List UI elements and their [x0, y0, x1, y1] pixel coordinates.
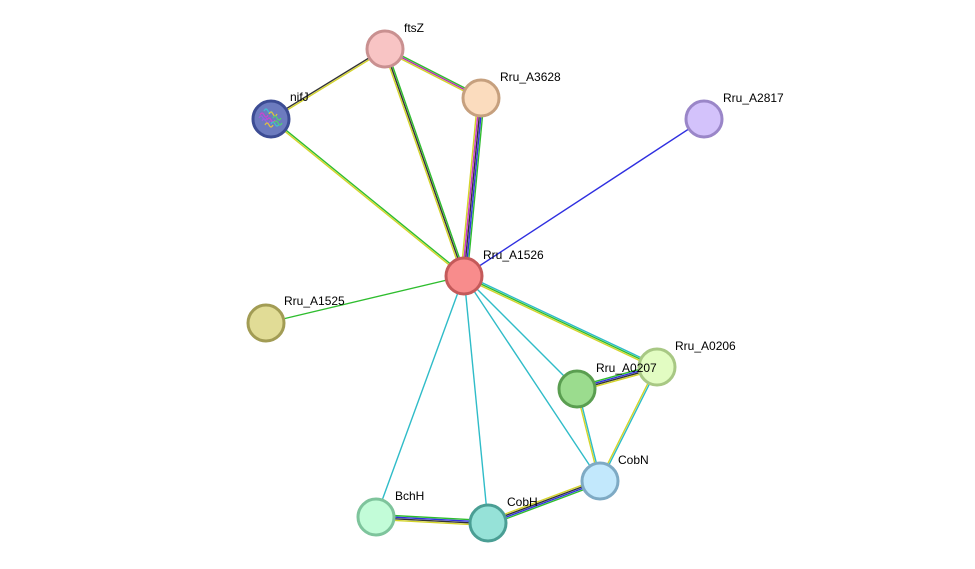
edge-Rru_A1526-CobH [463, 275, 489, 524]
edge-evidence-line-black [463, 97, 482, 277]
node-circle[interactable] [580, 461, 620, 501]
node-label: Rru_A1525 [284, 294, 345, 308]
edge-evidence-line-black [487, 479, 600, 523]
node-circle[interactable] [684, 99, 724, 139]
node-label: CobN [618, 453, 649, 467]
node-Rru_A1525[interactable]: Rru_A1525 [246, 294, 345, 343]
edge-evidence-line-cyan [464, 273, 658, 367]
edge-evidence-line-yellow [382, 49, 464, 277]
edge-evidence-line-yellow [598, 366, 657, 481]
node-label: Rru_A1526 [483, 248, 544, 262]
node-Rru_A0207[interactable]: Rru_A0207 [557, 361, 657, 409]
edge-nifJ-Rru_A1526 [270, 117, 465, 278]
edge-Rru_A0206-CobN [598, 366, 659, 482]
edge-evidence-line-yellow [463, 276, 657, 370]
edge-evidence-line-green [466, 98, 485, 277]
node-label: Rru_A2817 [723, 91, 784, 105]
node-circle[interactable] [557, 369, 597, 409]
edge-Rru_A1526-Rru_A0207 [463, 275, 578, 390]
edge-evidence-line-blue [463, 118, 705, 277]
node-circle[interactable] [365, 29, 405, 69]
edge-evidence-line-green [463, 275, 658, 368]
edge-evidence-line-yellow [486, 478, 600, 522]
node-label: ftsZ [404, 21, 424, 35]
edge-evidence-line-cyan [600, 367, 659, 482]
node-Rru_A2817[interactable]: Rru_A2817 [684, 91, 784, 139]
node-label: Rru_A0206 [675, 339, 736, 353]
edge-Rru_A1525-Rru_A1526 [265, 275, 465, 324]
edge-evidence-line-green [385, 48, 467, 276]
edge-evidence-line-blue [464, 98, 484, 277]
node-label: Rru_A0207 [596, 361, 657, 375]
node-circle[interactable] [637, 347, 677, 387]
edge-evidence-line-yellow [270, 119, 464, 278]
edge-Rru_A1526-BchH [375, 275, 465, 518]
edge-CobN-CobH [486, 478, 602, 526]
edge-Rru_A2817-Rru_A1526 [463, 118, 705, 277]
edge-evidence-line-cyan [463, 275, 601, 482]
node-circle[interactable] [468, 503, 508, 543]
edge-Rru_A1526-CobN [463, 275, 601, 482]
edge-evidence-line-cyan [463, 275, 489, 524]
node-circle[interactable] [444, 256, 484, 296]
node-nifJ[interactable]: nifJ [251, 90, 309, 139]
node-CobH[interactable]: CobH [468, 495, 538, 543]
node-CobN[interactable]: CobN [580, 453, 649, 501]
node-label: nifJ [290, 90, 309, 104]
node-Rru_A3628[interactable]: Rru_A3628 [461, 70, 561, 118]
edge-evidence-line-black [270, 47, 385, 119]
edge-evidence-line-green [265, 275, 465, 324]
edge-ftsZ-Rru_A1526 [382, 48, 467, 277]
edge-evidence-line-green [488, 482, 602, 526]
node-circle[interactable] [246, 303, 286, 343]
node-label: Rru_A3628 [500, 70, 561, 84]
nodes-layer: ftsZ Rru_A3628 nifJ Rru_A2817Rru_A1526Rru_A… [246, 21, 784, 543]
edge-Rru_A1526-Rru_A0206 [463, 273, 658, 370]
node-circle[interactable] [461, 78, 501, 118]
edge-evidence-line-yellow [460, 97, 479, 276]
node-ftsZ[interactable]: ftsZ [365, 21, 424, 69]
edge-evidence-line-black [384, 48, 465, 277]
edge-evidence-line-yellow [271, 49, 386, 121]
edge-evidence-line-green [271, 117, 465, 276]
node-label: CobH [507, 495, 538, 509]
node-label: BchH [395, 489, 424, 503]
node-BchH[interactable]: BchH [356, 489, 424, 537]
edge-evidence-line-blue [488, 481, 601, 525]
edge-ftsZ-nifJ [270, 47, 386, 121]
edge-evidence-line-magenta [461, 97, 481, 276]
edge-evidence-line-cyan [463, 275, 578, 390]
protein-structure-icon [258, 108, 283, 128]
edge-Rru_A3628-Rru_A1526 [460, 97, 485, 277]
node-circle[interactable] [356, 497, 396, 537]
edge-evidence-line-cyan [375, 275, 465, 518]
node-Rru_A1526[interactable]: Rru_A1526 [444, 248, 544, 296]
node-Rru_A0206[interactable]: Rru_A0206 [637, 339, 736, 387]
